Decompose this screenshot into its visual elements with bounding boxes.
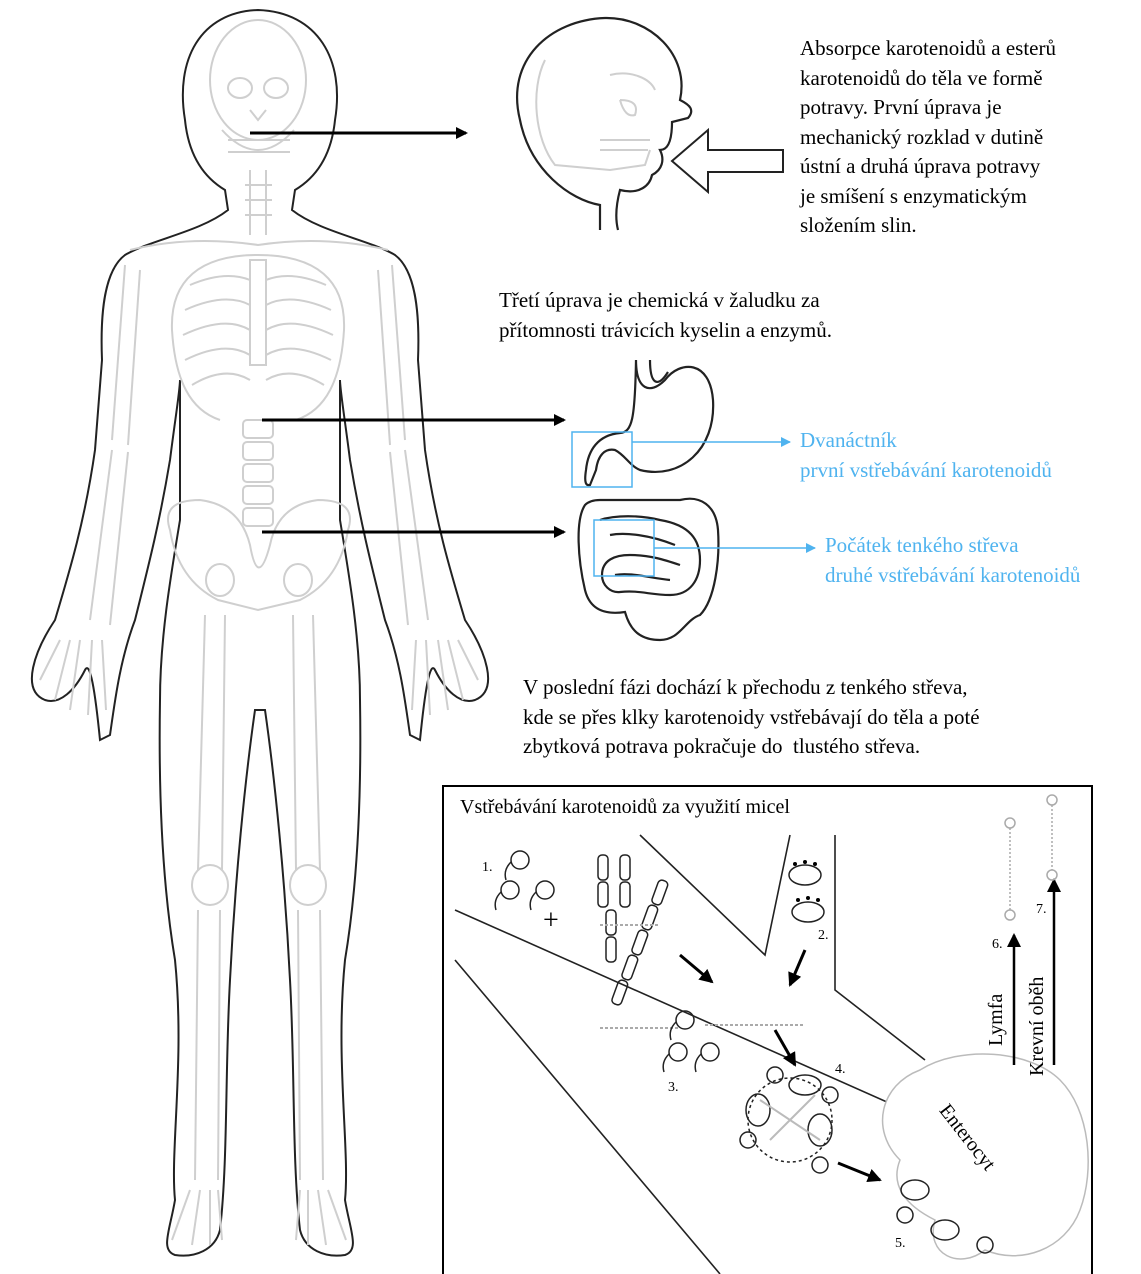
bile-salts-1: [495, 851, 554, 910]
plus-sign: +: [543, 906, 559, 936]
step-5-label: 5.: [895, 1236, 906, 1252]
micelle-panel-title: Vstřebávání karotenoidů za využití micel: [460, 796, 790, 819]
step-4-label: 4.: [835, 1062, 846, 1078]
step-7-label: 7.: [1036, 902, 1047, 918]
bile-salts-3: [663, 1011, 719, 1072]
lipid-chains: [598, 855, 669, 1006]
step-1-label: 1.: [482, 860, 493, 876]
step-2-label: 2.: [818, 928, 829, 944]
micelles-2: [789, 865, 824, 922]
blood-circulation-label: Krevní oběh: [1026, 977, 1049, 1076]
step-3-label: 3.: [668, 1080, 679, 1096]
lymph-label: Lymfa: [985, 994, 1008, 1046]
channel-walls: [455, 835, 925, 1274]
step-6-label: 6.: [992, 937, 1003, 953]
chylomicrons: [1005, 795, 1057, 920]
